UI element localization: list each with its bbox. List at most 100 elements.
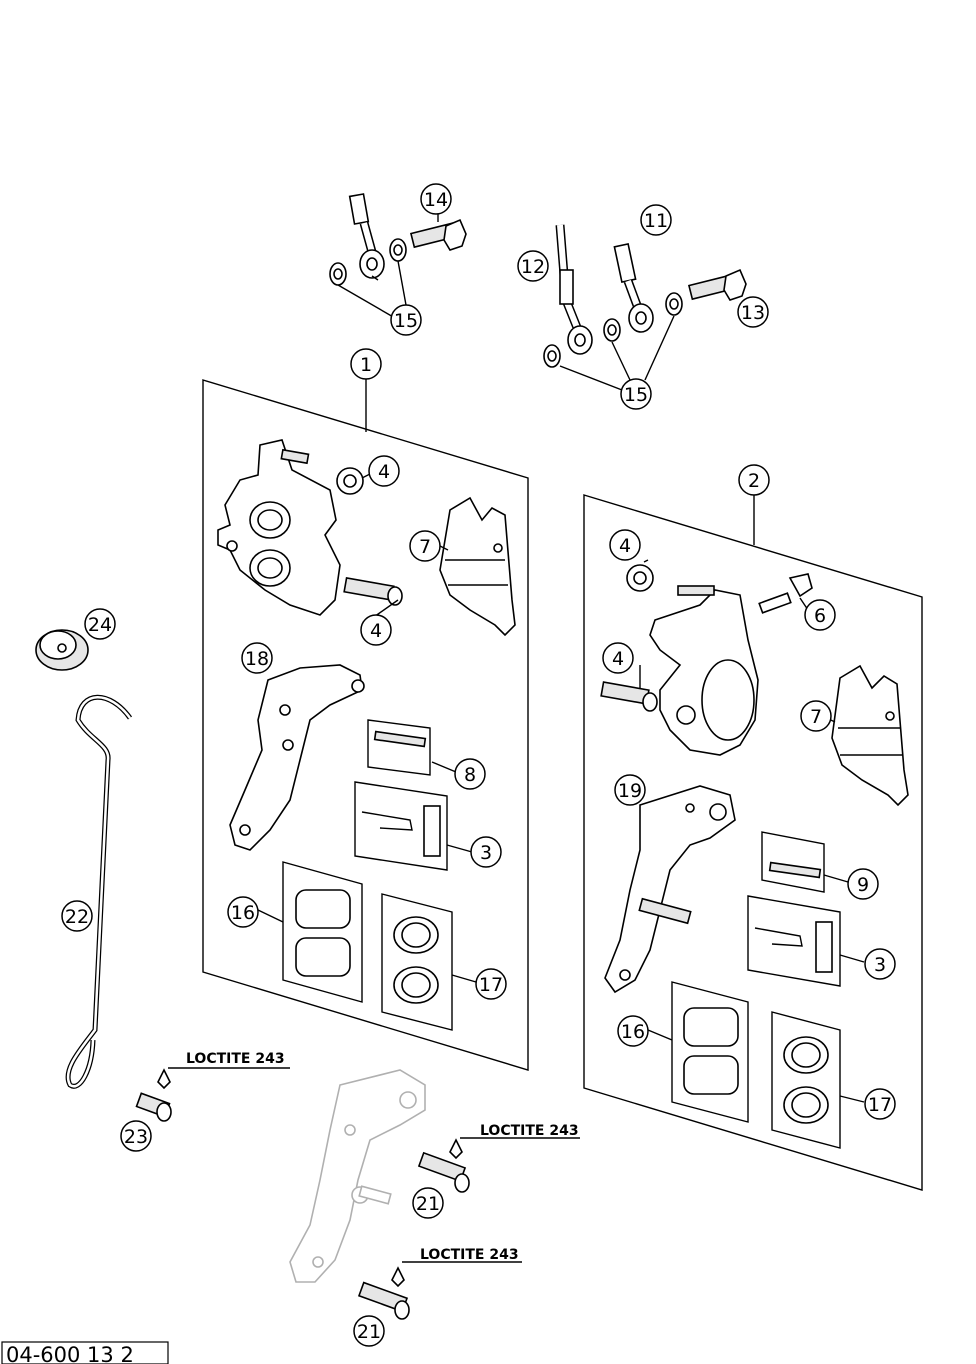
callout-label: 18 (245, 648, 269, 670)
callout-c3a: 3 (470, 836, 502, 868)
callout-circle (360, 614, 392, 646)
callout-circle (475, 968, 507, 1000)
callout-c21b: 21 (353, 1315, 385, 1347)
callout-c1: 1 (350, 348, 382, 380)
callout-circle (120, 1120, 152, 1152)
callout-c17a: 17 (475, 968, 507, 1000)
callout-circle (390, 304, 422, 336)
callout-label: 23 (124, 1126, 148, 1148)
pin-bolt-4b (343, 577, 403, 606)
seal-kit-17a (381, 893, 453, 1031)
caliper-left (217, 439, 341, 616)
callout-label: 21 (357, 1321, 381, 1343)
callout-c24: 24 (84, 608, 116, 640)
callout-circle (640, 204, 672, 236)
callout-label: 15 (624, 384, 648, 406)
callout-c23: 23 (120, 1120, 152, 1152)
callout-circle (84, 608, 116, 640)
callout-circle (412, 1187, 444, 1219)
callouts: 1233444467789111213141515161617171819212… (61, 183, 896, 1347)
callout-c18: 18 (241, 642, 273, 674)
piston-kit-16b (671, 981, 749, 1123)
grommet-24 (35, 629, 89, 671)
brake-hose (347, 33, 654, 333)
kit-panel-1 (202, 379, 529, 1071)
callout-circle (353, 1315, 385, 1347)
callout-label: 16 (621, 1021, 645, 1043)
callout-c4c: 4 (609, 529, 641, 561)
callout-c15b: 15 (620, 378, 652, 410)
callout-circle (804, 599, 836, 631)
callout-label: 14 (424, 189, 448, 211)
callout-circle (738, 464, 770, 496)
callout-c6: 6 (804, 599, 836, 631)
callout-circle (602, 642, 634, 674)
figure-ref-frame (1, 1341, 169, 1364)
callout-label: 13 (741, 302, 765, 324)
bleed-valve-6 (758, 573, 813, 614)
callout-label: 4 (612, 648, 624, 670)
callout-c7b: 7 (800, 700, 832, 732)
screw-21a (417, 1138, 470, 1193)
callout-c17b: 17 (864, 1088, 896, 1120)
callout-c3b: 3 (864, 948, 896, 980)
callout-label: 24 (88, 614, 112, 636)
callout-c9: 9 (847, 868, 879, 900)
callout-label: 7 (419, 536, 431, 558)
caliper-bracket-19 (604, 785, 736, 994)
callout-c16a: 16 (227, 896, 259, 928)
callout-circle (368, 455, 400, 487)
spring-wire-22 (65, 694, 133, 1089)
callout-circle (61, 900, 93, 932)
callout-c4a: 4 (368, 455, 400, 487)
callout-circle (241, 642, 273, 674)
banjo-bolt-13 (687, 268, 747, 301)
callout-circle (350, 348, 382, 380)
callout-c12: 12 (517, 250, 549, 282)
pin-bolt-4d (600, 681, 658, 712)
callout-c2: 2 (738, 464, 770, 496)
washers-15 (329, 238, 683, 368)
spring-kit-3b (747, 895, 841, 987)
callout-label: 19 (618, 780, 642, 802)
callout-label: 15 (394, 310, 418, 332)
pad-pin-kit-8 (367, 719, 431, 776)
callout-label: 4 (619, 535, 631, 557)
callout-label: 7 (810, 706, 822, 728)
callout-circle (517, 250, 549, 282)
screw-23 (135, 1068, 172, 1122)
callout-c14: 14 (420, 183, 452, 215)
figure-ref: 04-600 13 2 (6, 1343, 134, 1364)
callout-circle (864, 1088, 896, 1120)
callout-label: 4 (378, 461, 390, 483)
callout-circle (420, 183, 452, 215)
callout-c16b: 16 (617, 1015, 649, 1047)
loctite-note-3: LOCTITE 243 (420, 1247, 519, 1263)
callout-label: 6 (814, 605, 826, 627)
seal-kit-17b (771, 1011, 841, 1149)
screw-21b (357, 1266, 410, 1320)
loctite-note-2: LOCTITE 243 (480, 1123, 579, 1139)
callout-label: 12 (521, 256, 545, 278)
callout-label: 3 (480, 842, 492, 864)
callout-circle (617, 1015, 649, 1047)
callout-circle (614, 774, 646, 806)
callout-label: 17 (868, 1094, 892, 1116)
callout-circle (454, 758, 486, 790)
callout-label: 22 (65, 906, 89, 928)
pad-pin-kit-9 (761, 831, 825, 893)
callout-circle (609, 529, 641, 561)
kit-panel-2 (583, 494, 923, 1191)
callout-c15a: 15 (390, 304, 422, 336)
callout-c4b: 4 (360, 614, 392, 646)
loctite-note-1: LOCTITE 243 (186, 1051, 285, 1067)
callout-circle (800, 700, 832, 732)
callout-label: 9 (857, 874, 869, 896)
callout-c13: 13 (737, 296, 769, 328)
banjo-bolt-14 (409, 218, 467, 251)
callout-label: 4 (370, 620, 382, 642)
callout-label: 3 (874, 954, 886, 976)
brake-pad-7a (439, 496, 516, 637)
callout-circle (227, 896, 259, 928)
